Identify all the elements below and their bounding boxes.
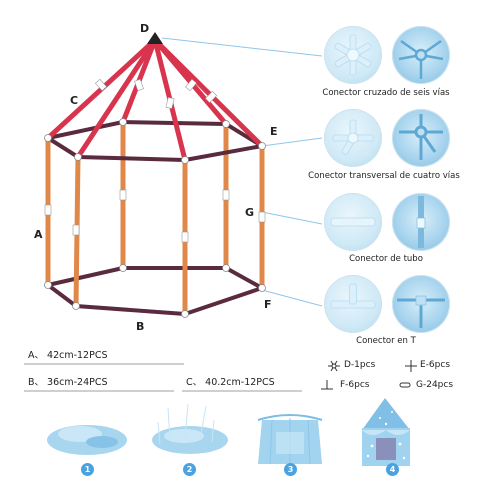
step-1-badge: 1 [81,463,94,476]
step-3-badge: 3 [284,463,297,476]
legend-f: F-6pcs [340,380,370,390]
guide-line-d [161,37,323,57]
guide-lines [161,37,323,307]
connector-title-four-way: Conector transversal de cuatro vías [308,171,460,181]
six-way-connector-photo [398,39,444,79]
label-point-f: F [264,298,272,311]
six-way-connector-render [334,34,372,76]
frame-joints [44,118,266,318]
legend-e-icon [405,360,417,372]
four-way-connector-render [332,119,374,155]
legend-d: D-1pcs [344,360,375,370]
legend-f-icon [321,380,333,390]
label-point-e: E [270,125,278,138]
four-way-connector-photo [399,114,443,160]
guide-line-f [261,289,323,307]
spec-b-underline [24,390,174,392]
tube-connectors [44,78,266,243]
legend-e: E-6pcs [420,360,450,370]
spec-c-underline [182,390,302,392]
t-connector-photo [397,295,445,328]
spec-c: C、 40.2cm-12PCS [186,377,275,388]
roof-poles [45,37,265,163]
connector-title-t: Conector en T [356,336,416,346]
base-rails [46,266,264,316]
tube-connector-photo [416,196,426,248]
connector-title-six-way: Conector cruzado de seis vías [322,88,450,98]
legend-d-label: D-1pcs [344,360,376,370]
step-3-illustration [257,414,323,465]
legend-d-icon [328,360,340,372]
legend-f-label: F-6pcs [340,380,370,390]
spec-a-underline [24,363,184,365]
guide-line-g [261,211,323,225]
t-connector-render [330,283,376,309]
step-2-badge: 2 [183,463,196,476]
label-point-g: G [245,206,255,219]
step-1-illustration [47,425,127,455]
connector-title-tube: Conector de tubo [349,254,423,264]
legend-g-icon [399,382,411,388]
spec-b: B、 36cm-24PCS [28,377,108,388]
legend-e-label: E-6pcs [420,360,451,370]
spec-a: A、 42cm-12PCS [28,350,108,361]
legend-g-label: G-24pcs [416,380,454,390]
label-point-c: C [70,94,79,107]
apex-cap [147,32,163,44]
label-point-a: A [34,228,43,241]
step-4-illustration [362,398,410,466]
tube-connector-render [330,217,376,227]
label-point-b: B [136,320,145,333]
guide-line-e [261,137,323,147]
label-point-d: D [140,22,150,35]
back-uprights [120,119,229,271]
legend-g: G-24pcs [416,380,453,390]
front-uprights [45,135,265,317]
step-4-badge: 4 [386,463,399,476]
step-2-illustration [152,403,228,454]
